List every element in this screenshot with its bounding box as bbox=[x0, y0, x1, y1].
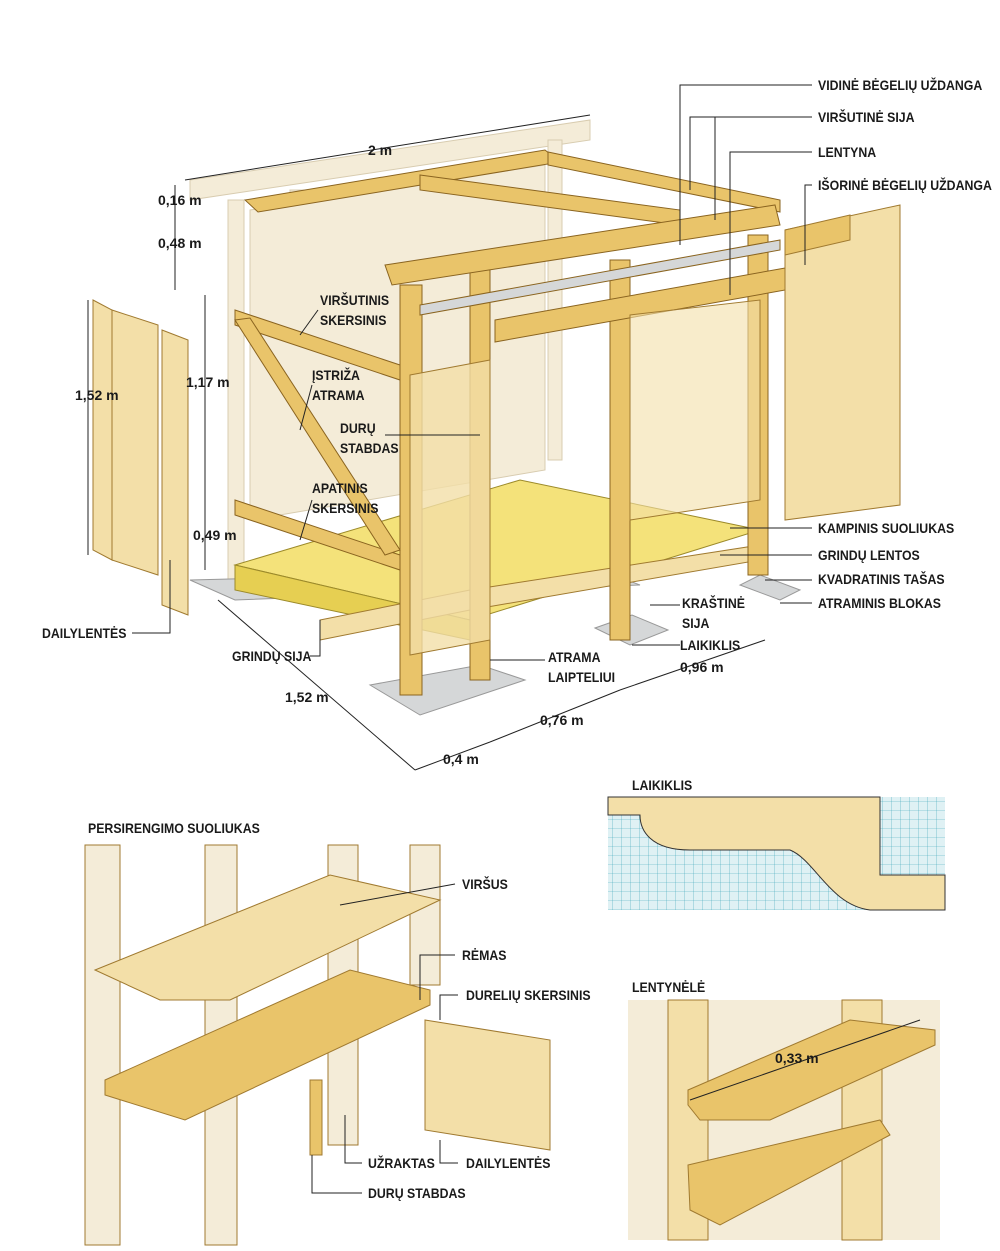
label-square-post: KVADRATINIS TAŠAS bbox=[818, 571, 945, 587]
label-corner-bench: KAMPINIS SUOLIUKAS bbox=[818, 520, 955, 536]
label-door-rail: DURELIŲ SKERSINIS bbox=[466, 987, 591, 1003]
label-lock: UŽRAKTAS bbox=[368, 1155, 435, 1171]
label-bench-door-stop: DURŲ STABDAS bbox=[368, 1185, 466, 1201]
label-bench-top: VIRŠUS bbox=[462, 876, 508, 892]
shelf-dimension: 0,33 m bbox=[775, 1050, 819, 1066]
dim-bottom: 0,49 m bbox=[193, 527, 237, 543]
leader-lines bbox=[87, 84, 812, 771]
label-top-beam: VIRŠUTINĖ SIJA bbox=[818, 109, 915, 125]
latch-detail-drawing bbox=[607, 796, 946, 911]
label-floor-boards: GRINDŲ LENTOS bbox=[818, 547, 920, 563]
label-latch: LAIKIKLIS bbox=[680, 637, 741, 653]
label-outer-track-cover: IŠORINĖ BĖGELIŲ UŽDANGA bbox=[818, 177, 992, 193]
dim-step: 0,4 m bbox=[443, 751, 479, 767]
siding-panels bbox=[92, 204, 901, 656]
bench-leader-lines bbox=[311, 883, 921, 1194]
dim-top1: 0,16 m bbox=[158, 192, 202, 208]
shelf-detail-drawing bbox=[628, 999, 940, 1241]
dim-width: 2 m bbox=[368, 142, 393, 158]
label-bench-frame: RĖMAS bbox=[462, 947, 507, 963]
bench-detail-drawing bbox=[84, 844, 551, 1246]
label-floor-joist: GRINDŲ SIJA bbox=[232, 648, 312, 664]
label-support-block: ATRAMINIS BLOKAS bbox=[818, 595, 941, 611]
dim-siding: 1,52 m bbox=[75, 387, 119, 403]
label-siding: DAILYLENTĖS bbox=[42, 625, 127, 641]
dim-door: 0,76 m bbox=[540, 712, 584, 728]
side-rails bbox=[234, 309, 401, 571]
latch-detail-title: LAIKIKLIS bbox=[632, 777, 693, 793]
label-bench-siding: DAILYLENTĖS bbox=[466, 1155, 551, 1171]
dim-depth: 1,52 m bbox=[285, 689, 329, 705]
label-inner-track-cover: VIDINĖ BĖGELIŲ UŽDANGA bbox=[818, 77, 983, 93]
shelf-detail-title: LENTYNĖLĖ bbox=[632, 979, 706, 995]
dim-height: 1,17 m bbox=[186, 374, 230, 390]
top-beams bbox=[243, 149, 831, 343]
label-shelf: LENTYNA bbox=[818, 144, 877, 160]
dim-top2: 0,48 m bbox=[158, 235, 202, 251]
bench-detail-title: PERSIRENGIMO SUOLIUKAS bbox=[88, 820, 260, 836]
dim-side: 0,96 m bbox=[680, 659, 724, 675]
